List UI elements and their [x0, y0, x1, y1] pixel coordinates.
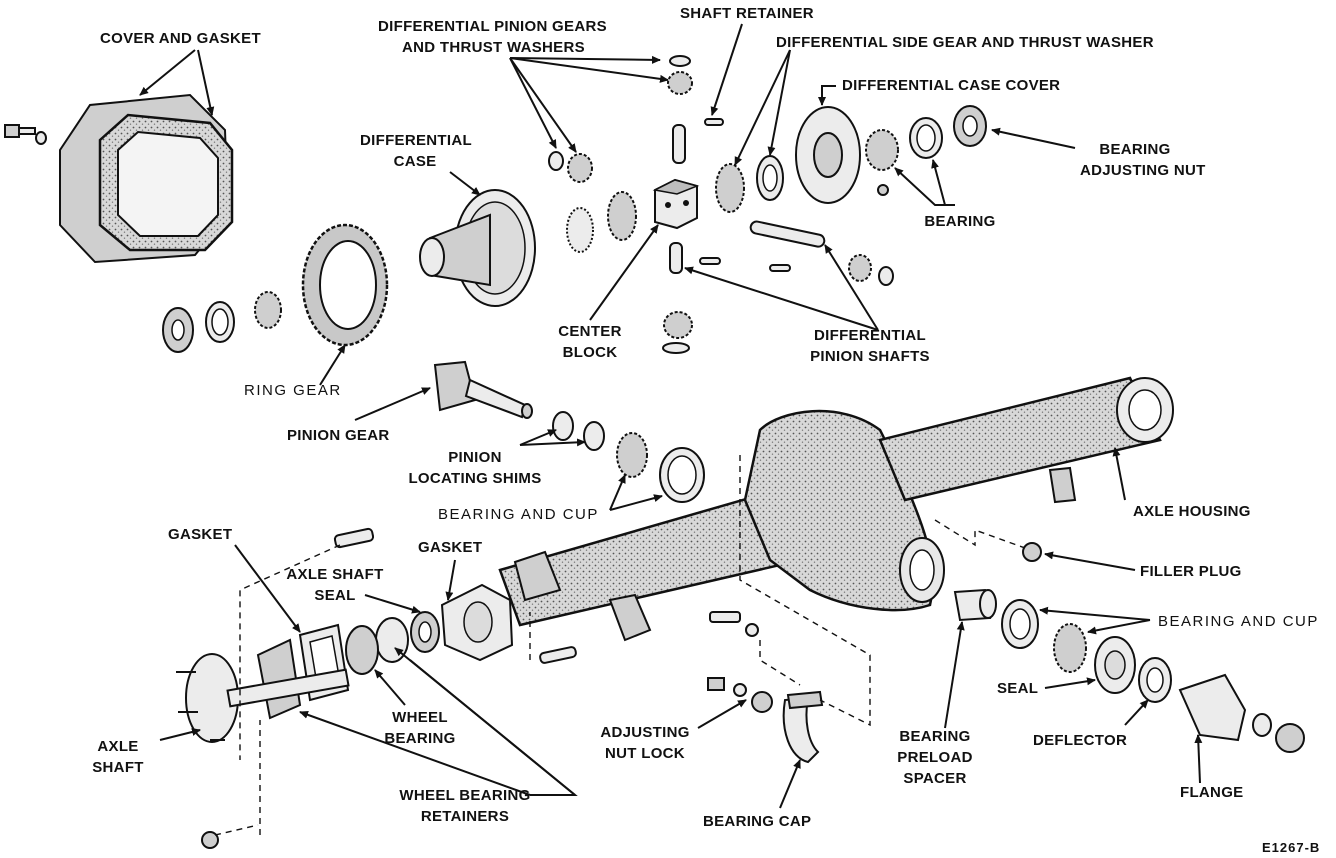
- stud-bolts-parts: [201, 527, 577, 849]
- label-axle-shaft-seal-line2: SEAL: [314, 587, 356, 604]
- pinion-bearing-and-cup-right-parts: [1001, 599, 1087, 673]
- wheel-bearing-part: [345, 617, 409, 675]
- bearing-and-adjusting-nut-parts: [865, 105, 987, 171]
- label-pinion-gear: PINION GEAR: [287, 427, 390, 444]
- label-cover-and-gasket: COVER AND GASKET: [100, 30, 261, 47]
- cap-bolt-part: [709, 611, 759, 637]
- label-differential-case-line1: DIFFERENTIAL: [360, 132, 472, 149]
- assembly-dashed-lines: [214, 455, 1026, 836]
- ring-gear-part: [301, 223, 389, 347]
- bearing-cap-part: [782, 690, 824, 764]
- bearing-preload-spacer-part: [953, 588, 997, 622]
- label-wheel-bearing-retainers-line2: RETAINERS: [420, 808, 510, 825]
- label-axle-shaft-line2: SHAFT: [92, 759, 144, 776]
- center-block-part: [652, 178, 700, 230]
- label-differential-pinion-shafts-line2: PINION SHAFTS: [810, 348, 930, 365]
- label-shaft-retainer: SHAFT RETAINER: [680, 5, 814, 22]
- label-differential-pinion-shafts-line1: DIFFERENTIAL: [814, 327, 926, 344]
- differential-pinion-gears-parts: [548, 55, 894, 354]
- label-bearing-adjusting-nut-line2: ADJUSTING NUT: [1080, 162, 1206, 179]
- seal-part: [1094, 636, 1136, 694]
- label-bearing-preload-spacer-line3: SPACER: [903, 770, 967, 787]
- axle-shaft-part: [176, 653, 350, 743]
- label-pinion-locating-shims-line2: LOCATING SHIMS: [408, 470, 542, 487]
- label-gasket-mid: GASKET: [418, 539, 483, 556]
- label-axle-shaft-seal-line1: AXLE SHAFT: [286, 566, 384, 583]
- label-bearing-preload-spacer-line2: PRELOAD: [897, 749, 973, 766]
- flange-part: [1178, 673, 1305, 753]
- ring-side-bearing-parts: [162, 291, 282, 353]
- side-gear-and-washer-parts: [715, 155, 784, 213]
- mid-gasket-part: [440, 583, 514, 662]
- label-bearing-and-cup-right: BEARING AND CUP: [1158, 613, 1319, 630]
- adjusting-nut-lock-part: [707, 677, 773, 713]
- cover-and-gasket-part: [59, 93, 234, 264]
- label-wheel-bearing-line2: BEARING: [384, 730, 456, 747]
- figure-code: E1267-B: [1262, 840, 1321, 855]
- label-bearing-preload-spacer-line1: BEARING: [899, 728, 971, 745]
- label-differential-case-line2: CASE: [393, 153, 437, 170]
- label-wheel-bearing-line1: WHEEL: [392, 709, 448, 726]
- axle-shaft-seal-part: [410, 611, 440, 653]
- label-bearing: BEARING: [924, 213, 996, 230]
- pinion-gear-part: [433, 360, 533, 419]
- label-ring-gear: RING GEAR: [244, 382, 342, 399]
- cover-bolt-part: [4, 124, 47, 145]
- label-wheel-bearing-retainers-line1: WHEEL BEARING: [399, 787, 531, 804]
- label-differential-pinion-gears-line2: AND THRUST WASHERS: [402, 39, 585, 56]
- label-differential-pinion-gears-line1: DIFFERENTIAL PINION GEARS: [378, 18, 607, 35]
- label-bearing-adjusting-nut-line1: BEARING: [1099, 141, 1171, 158]
- label-differential-side-gear: DIFFERENTIAL SIDE GEAR AND THRUST WASHER: [776, 34, 1154, 51]
- differential-case-cover-part: [795, 106, 889, 204]
- label-differential-case-cover: DIFFERENTIAL CASE COVER: [842, 77, 1061, 94]
- label-deflector: DEFLECTOR: [1033, 732, 1128, 749]
- label-adjusting-nut-lock-line2: NUT LOCK: [605, 745, 685, 762]
- label-axle-housing: AXLE HOUSING: [1133, 503, 1251, 520]
- label-center-block-line1: CENTER: [558, 323, 622, 340]
- label-adjusting-nut-lock-line1: ADJUSTING: [600, 724, 690, 741]
- differential-pinion-shafts-parts: [669, 118, 826, 274]
- pinion-shims-and-bearing-parts: [552, 411, 705, 503]
- label-filler-plug: FILLER PLUG: [1140, 563, 1242, 580]
- leader-lines: [139, 23, 1203, 809]
- deflector-part: [1138, 657, 1172, 703]
- filler-plug-part: [1022, 542, 1042, 562]
- axle-housing-part: [498, 376, 1174, 642]
- label-seal: SEAL: [997, 680, 1039, 697]
- label-bearing-and-cup-pinion: BEARING AND CUP: [438, 506, 599, 523]
- label-axle-shaft-line1: AXLE: [97, 738, 139, 755]
- label-flange: FLANGE: [1180, 784, 1244, 801]
- label-center-block-line2: BLOCK: [562, 344, 618, 361]
- label-gasket-left: GASKET: [168, 526, 233, 543]
- differential-case-part: [419, 189, 536, 307]
- label-bearing-cap: BEARING CAP: [703, 813, 812, 830]
- label-pinion-locating-shims-line1: PINION: [448, 449, 502, 466]
